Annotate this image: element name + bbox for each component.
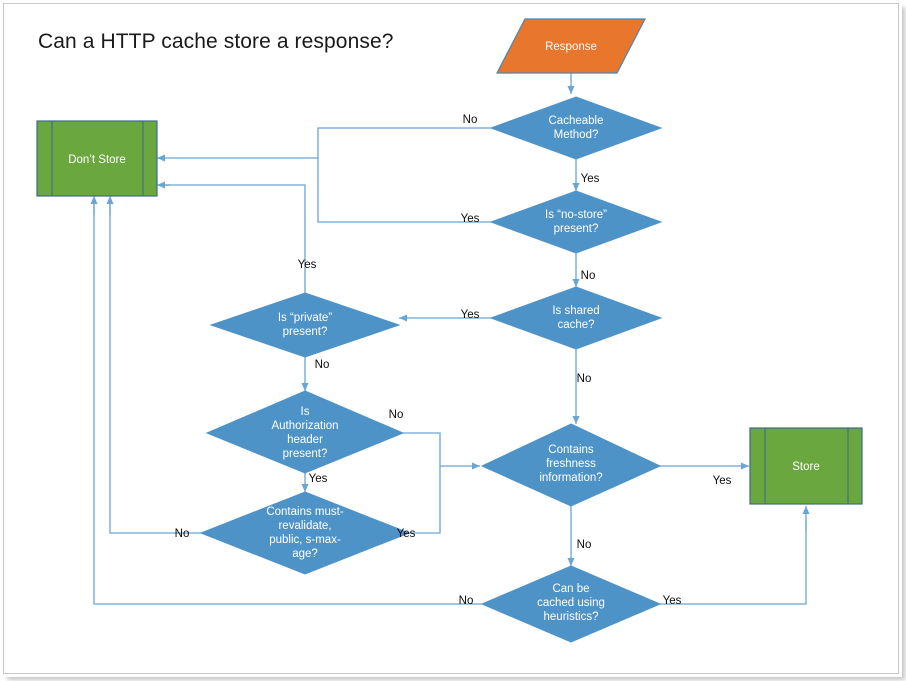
node-mustreval-line4: age? [292, 548, 318, 560]
edge-label-nostore-yes: Yes [461, 213, 480, 225]
node-cacheable-line1: Cacheable [549, 115, 604, 127]
edge-label-layer: No Yes Yes No Yes No Yes No No Yes Yes N… [175, 114, 732, 607]
node-auth-line2: Authorization [271, 420, 338, 432]
edge-label-sharedcache-yes: Yes [461, 309, 480, 321]
edge-label-freshness-no: No [577, 539, 592, 551]
edge-label-freshness-yes: Yes [713, 475, 732, 487]
edge-label-cacheable-no: No [463, 114, 478, 126]
node-nostore-line1: Is “no-store” [545, 209, 607, 221]
edge-label-private-yes: Yes [298, 259, 317, 271]
node-sharedcache-line1: Is shared [552, 305, 599, 317]
node-cacheable-method[interactable]: Cacheable Method? [489, 96, 663, 160]
node-response-label: Response [545, 41, 597, 53]
node-private-line1: Is “private” [278, 312, 332, 324]
node-mustreval-line3: public, s-max- [269, 534, 341, 546]
node-is-shared-cache[interactable]: Is shared cache? [489, 286, 663, 350]
node-auth-line1: Is [301, 406, 310, 418]
edge-mustreval-no-seg [109, 202, 201, 534]
node-can-be-cached-using-heuristics[interactable]: Can be cached using heuristics? [480, 565, 662, 643]
edge-heuristics-no-seg [93, 202, 482, 605]
edge-nostore-yes-seg [317, 158, 491, 223]
edge-heuristics-yes-seg [660, 520, 807, 605]
node-auth-line4: present? [283, 448, 328, 460]
node-response[interactable]: Response [496, 18, 646, 74]
edge-label-authheader-no: No [389, 409, 404, 421]
node-layer: Response Cacheable Method? Is “no-store”… [36, 18, 863, 643]
node-freshness-line3: information? [539, 472, 602, 484]
edge-label-heuristics-yes: Yes [663, 595, 682, 607]
edge-label-authheader-yes: Yes [309, 473, 328, 485]
node-sharedcache-line2: cache? [557, 319, 594, 331]
edge-label-private-no: No [315, 359, 330, 371]
node-mustreval-line2: revalidate, [278, 520, 331, 532]
node-freshness-line2: freshness [546, 458, 596, 470]
node-auth-line3: header [287, 434, 323, 446]
node-contains-must-revalidate[interactable]: Contains must- revalidate, public, s-max… [199, 491, 411, 575]
edge-mustreval-yes-seg [409, 466, 441, 534]
node-private-line2: present? [283, 326, 328, 338]
node-nostore-line2: present? [554, 223, 599, 235]
node-store[interactable]: Store [749, 427, 863, 505]
node-dont-store-label: Don’t Store [68, 154, 126, 166]
page-title: Can a HTTP cache store a response? [38, 30, 394, 53]
diagram-frame [3, 3, 899, 674]
edge-authheader-no-seg [403, 432, 441, 466]
node-dont-store[interactable]: Don’t Store [36, 120, 158, 197]
node-heuristics-line3: heuristics? [544, 611, 599, 623]
edge-label-nostore-no: No [581, 270, 596, 282]
node-heuristics-line1: Can be [552, 583, 589, 595]
node-heuristics-line2: cached using [537, 597, 605, 609]
node-is-authorization-header-present[interactable]: Is Authorization header present? [205, 390, 405, 474]
node-store-label: Store [792, 461, 820, 473]
edge-label-mustreval-yes: Yes [397, 528, 416, 540]
node-contains-freshness-information[interactable]: Contains freshness information? [480, 423, 662, 507]
edge-label-cacheable-yes: Yes [581, 173, 600, 185]
edge-label-mustreval-no: No [175, 528, 190, 540]
edge-cacheable-no-seg [317, 127, 491, 158]
node-mustreval-line1: Contains must- [266, 506, 344, 518]
node-is-no-store-present[interactable]: Is “no-store” present? [489, 190, 663, 254]
node-is-private-present[interactable]: Is “private” present? [209, 292, 401, 358]
edge-private-yes-seg [158, 184, 306, 293]
edge-label-heuristics-no: No [459, 595, 474, 607]
edge-label-sharedcache-no: No [577, 373, 592, 385]
edge-layer [90, 73, 810, 605]
node-freshness-line1: Contains [548, 444, 594, 456]
node-cacheable-line2: Method? [554, 129, 599, 141]
